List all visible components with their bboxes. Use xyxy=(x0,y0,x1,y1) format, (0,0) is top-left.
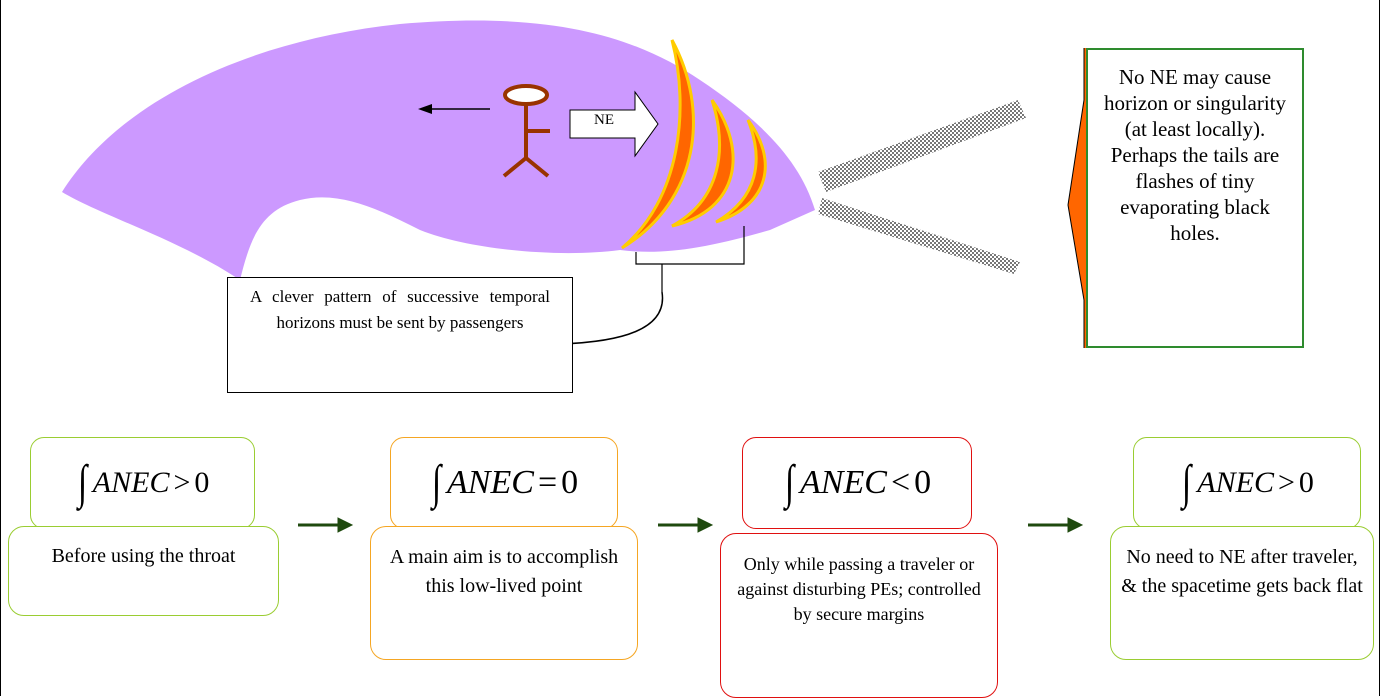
stage-1-description: Before using the throat xyxy=(8,526,279,616)
stage-4-description: No need to NE after traveler, & the spac… xyxy=(1110,526,1374,660)
stage-2-formula: ∫ ANEC = 0 xyxy=(390,437,618,529)
integral-symbol: ∫ xyxy=(77,456,87,509)
stage-1-formula: ∫ ANEC > 0 xyxy=(30,437,255,529)
transition-arrows xyxy=(298,517,1084,533)
horizon-arc-3 xyxy=(715,119,767,224)
horizon-callout: A clever pattern of successive temporal … xyxy=(227,277,573,393)
traveler-figure xyxy=(502,84,550,178)
stage-3-formula: ∫ ANEC < 0 xyxy=(742,437,972,529)
stage-3-description: Only while passing a traveler or against… xyxy=(720,533,998,698)
ne-label: NE xyxy=(594,112,614,128)
integral-symbol: ∫ xyxy=(1182,456,1192,509)
left-arrow-head xyxy=(418,104,432,114)
integral-symbol: ∫ xyxy=(431,456,442,509)
ne-arrow xyxy=(569,90,659,158)
horizon-arc-2 xyxy=(671,99,735,228)
integral-symbol: ∫ xyxy=(784,456,795,509)
brace-arrow xyxy=(559,291,664,345)
tail-lower xyxy=(818,198,1020,274)
horizon-arc-1 xyxy=(621,39,695,250)
tail-upper xyxy=(818,100,1026,192)
horizon-brace xyxy=(635,226,745,292)
stage-2-description: A main aim is to accomplish this low-liv… xyxy=(370,526,638,660)
wormhole-body xyxy=(62,20,815,280)
singularity-note: No NE may cause horizon or singularity (… xyxy=(1086,48,1304,348)
stage-4-formula: ∫ ANEC > 0 xyxy=(1133,437,1361,529)
